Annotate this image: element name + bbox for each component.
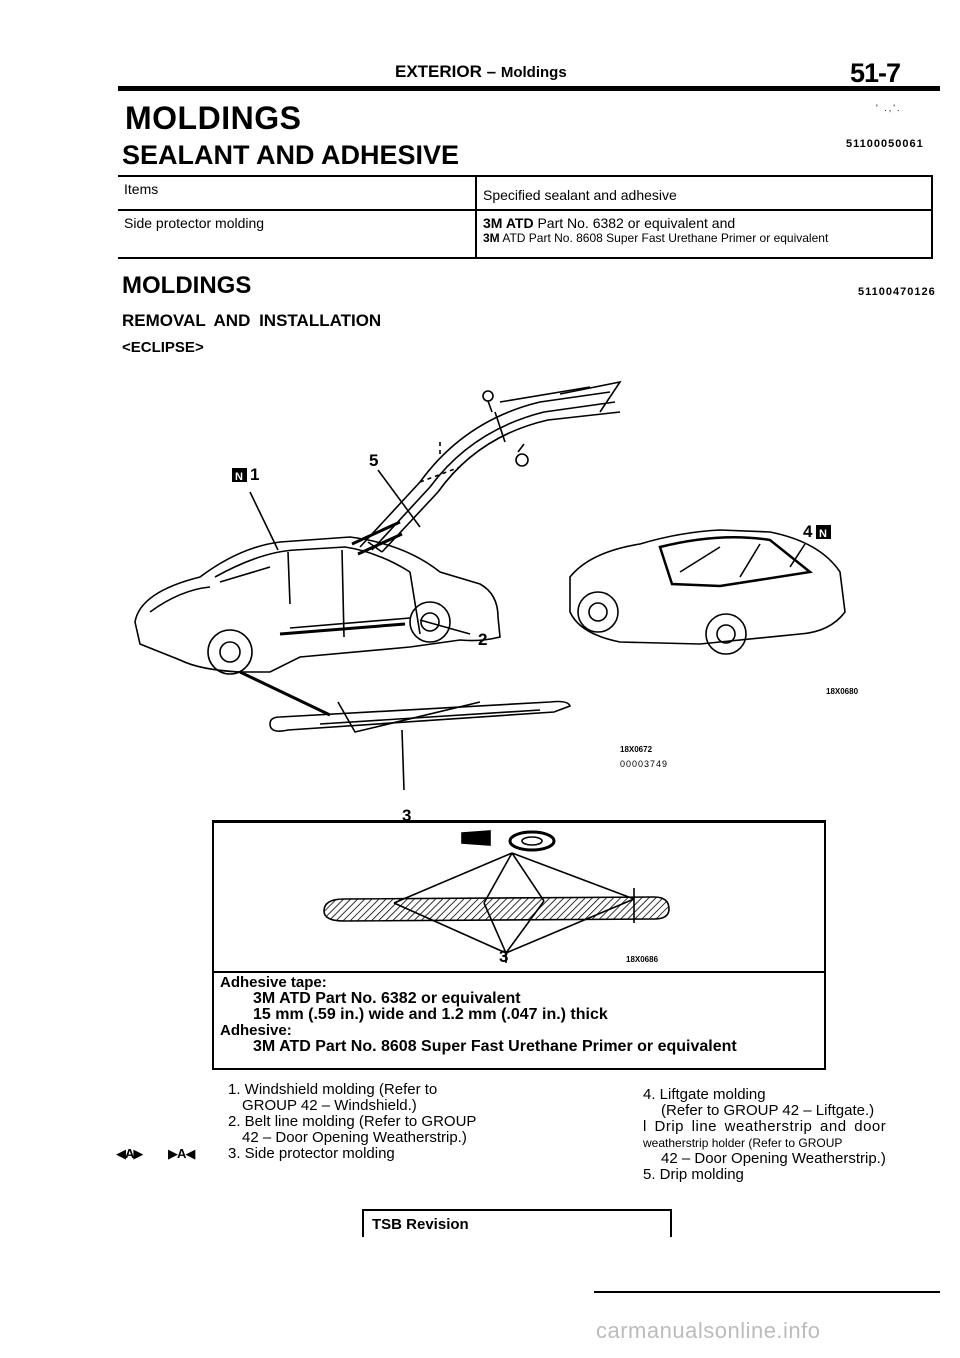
list-item: 4. Liftgate molding — [643, 1086, 766, 1103]
header-title: EXTERIOR – Moldings — [395, 62, 567, 82]
tape-dimensions: 15 mm (.59 in.) wide and 1.2 mm (.047 in… — [253, 1006, 608, 1023]
ref-code-1: 18X0680 — [826, 687, 859, 696]
procedure-ref-a2-icon: ▶A◀ — [168, 1146, 195, 1161]
leader-line-2 — [419, 619, 471, 635]
table-cell-spec: 3M ATD Part No. 6382 or equivalent and 3… — [475, 209, 933, 259]
table-cell-item: Side protector molding — [118, 209, 476, 259]
watermark: carmanualsonline.info — [596, 1318, 821, 1343]
clip-icon — [515, 443, 529, 467]
header-rule — [118, 86, 940, 91]
list-item: 5. Drip molding — [643, 1166, 744, 1183]
parts-list-right: 4. Liftgate molding (Refer to GROUP 42 –… — [643, 1087, 886, 1183]
callout-arrow — [351, 520, 401, 546]
spec-brand-1: 3M ATD — [483, 215, 534, 231]
list-item: l Drip line weatherstrip and door — [643, 1118, 887, 1135]
leader-line-5 — [377, 469, 421, 528]
footer-rule — [594, 1291, 940, 1293]
callout-3: 3 — [402, 806, 411, 822]
moldings-section-code: 51100470126 — [858, 286, 936, 298]
adhesive-tape-box: 3 18X0686 Adhesive tape: 3M ATD Part No.… — [212, 820, 826, 1070]
list-item: 42 – Door Opening Weatherstrip.) — [242, 1129, 467, 1146]
callout-4: 4 — [803, 522, 813, 541]
car-left-illustration — [134, 536, 501, 675]
parts-list-left: 1. Windshield molding (Refer to GROUP 42… — [228, 1082, 476, 1162]
callout-arrow — [357, 532, 403, 556]
adhesive-part-number: 3M ATD Part No. 8608 Super Fast Urethane… — [253, 1038, 737, 1055]
clip-icon — [482, 390, 494, 413]
model-label: <ECLIPSE> — [122, 339, 204, 356]
list-item: 3. Side protector molding — [228, 1145, 395, 1162]
table-row: Side protector molding 3M ATD Part No. 6… — [118, 209, 933, 259]
tape-part-number: 3M ATD Part No. 6382 or equivalent — [253, 990, 521, 1007]
tape-detail-illustration — [323, 830, 670, 963]
header-dash: – — [486, 62, 497, 81]
new-part-marker-icon: N — [816, 525, 831, 540]
removal-installation-title: REMOVAL AND INSTALLATION — [122, 311, 382, 330]
table-header-row: Items Specified sealant and adhesive — [118, 175, 933, 211]
callout-1: 1 — [250, 465, 259, 484]
spec-brand-2: 3M — [483, 231, 500, 245]
sealant-section-title: SEALANT AND ADHESIVE — [122, 140, 460, 170]
list-item: GROUP 42 – Windshield.) — [242, 1097, 417, 1114]
list-item: 2. Belt line molding (Refer to GROUP — [228, 1113, 477, 1130]
side-protector-illustration — [239, 670, 572, 791]
new-part-marker-icon: N — [232, 468, 247, 483]
tape-box-divider — [214, 971, 824, 973]
tape-tube-icon — [461, 830, 491, 846]
car-right-illustration — [569, 529, 846, 655]
callout-2: 2 — [478, 630, 487, 649]
tape-roll-icon — [508, 830, 556, 852]
header-section: EXTERIOR — [395, 62, 482, 81]
header-subsection: Moldings — [500, 64, 567, 81]
moldings-section-title: MOLDINGS — [122, 272, 252, 299]
leader-line-4 — [789, 543, 806, 568]
tape-spec-text: Adhesive tape: 3M ATD Part No. 6382 or e… — [220, 975, 737, 1055]
tape-label: Adhesive tape: — [220, 974, 327, 991]
scan-marks-glyph: ' .,'. — [876, 103, 902, 113]
sealant-table: Items Specified sealant and adhesive Sid… — [118, 175, 933, 259]
ref-code-2: 18X0672 — [620, 745, 653, 754]
tsb-revision-box: TSB Revision — [362, 1209, 672, 1237]
adhesive-label: Adhesive: — [220, 1022, 292, 1039]
table-header-spec: Specified sealant and adhesive — [475, 175, 933, 211]
ref-code-4: 18X0686 — [626, 955, 659, 964]
ref-code-3: 00003749 — [620, 759, 668, 769]
tape-callout-3: 3 — [499, 947, 509, 966]
tsb-revision-label: TSB Revision — [372, 1216, 469, 1233]
spec-line-2: ATD Part No. 8608 Super Fast Urethane Pr… — [502, 231, 829, 245]
svg-text:N: N — [819, 528, 827, 540]
list-item: weatherstrip holder (Refer to GROUP — [643, 1136, 843, 1150]
list-item: (Refer to GROUP 42 – Liftgate.) — [661, 1102, 875, 1119]
leader-line-1 — [249, 491, 279, 551]
svg-text:N: N — [235, 471, 243, 483]
callout-5: 5 — [369, 451, 378, 470]
spec-line-1: Part No. 6382 or equivalent and — [537, 215, 736, 231]
sealant-section-code: 51100050061 — [846, 138, 924, 150]
list-item: 42 – Door Opening Weatherstrip.) — [661, 1150, 886, 1167]
side-protector-molding-strip — [323, 896, 670, 922]
procedure-ref-a-icon: ◀A▶ — [116, 1146, 143, 1161]
list-item: 1. Windshield molding (Refer to — [228, 1081, 438, 1098]
page-number: 51-7 — [850, 58, 901, 88]
moldings-diagram: 1 2 3 4 5 N N 18X0680 18X0672 00003749 — [134, 380, 859, 822]
moldings-main-title: MOLDINGS — [125, 100, 302, 136]
table-header-items: Items — [118, 175, 476, 211]
